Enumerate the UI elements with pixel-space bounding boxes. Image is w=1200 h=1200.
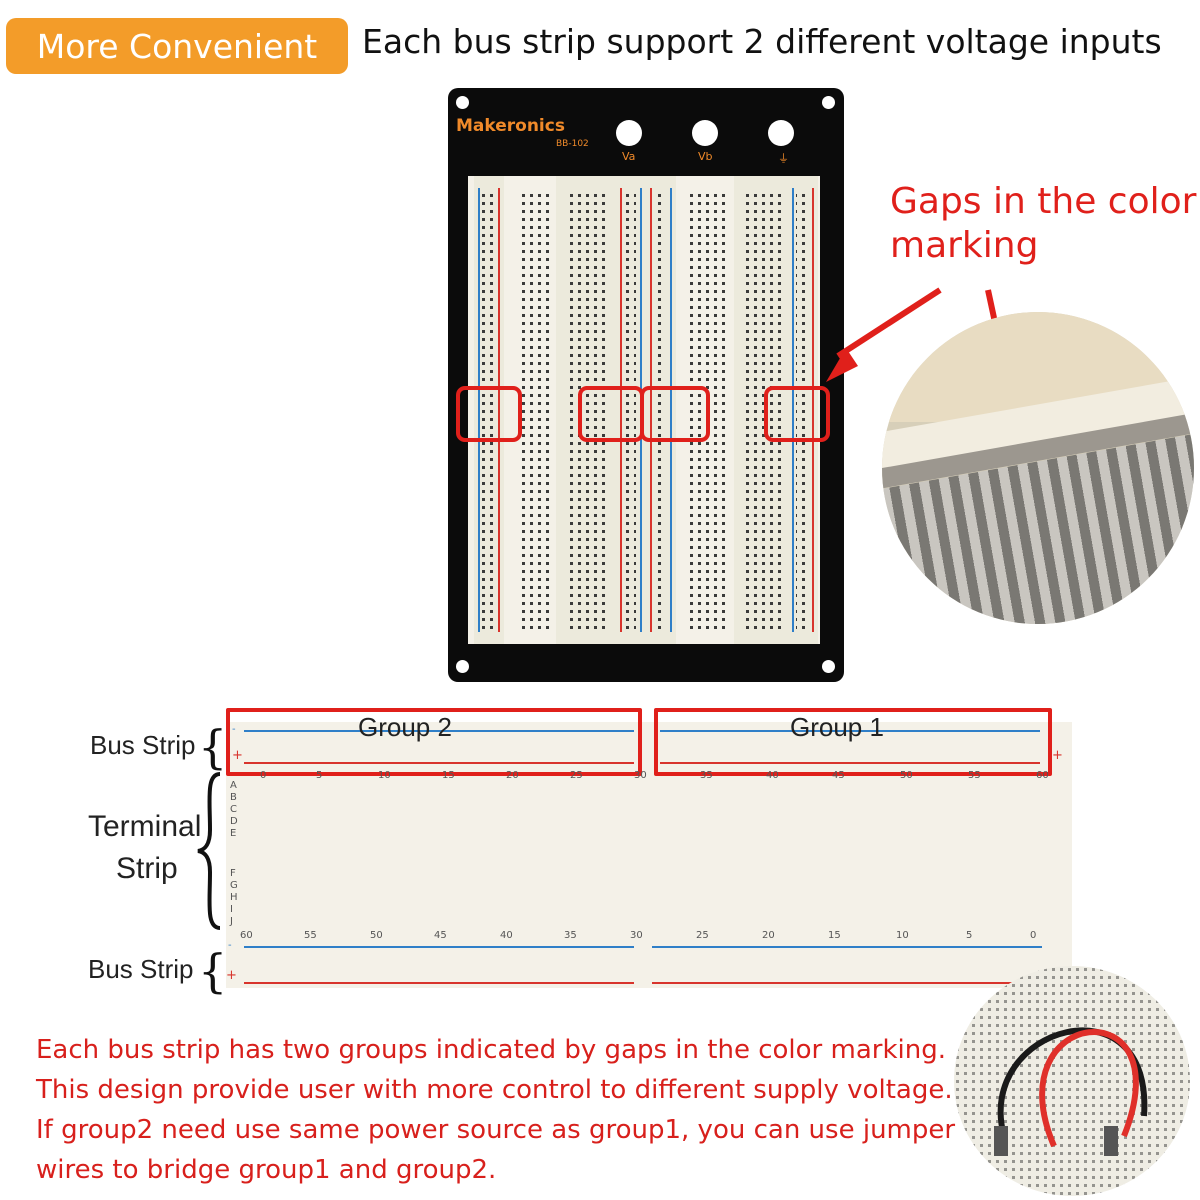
- rail-line-blue: [670, 188, 672, 632]
- model-number: BB-102: [556, 139, 589, 149]
- rail-line-red: [650, 188, 652, 632]
- badge-text: More Convenient: [36, 26, 318, 66]
- gap-highlight-box: [456, 386, 522, 442]
- column-number: 50: [900, 770, 913, 781]
- row-letter: B: [230, 792, 237, 803]
- jumper-wire-photo: [954, 966, 1190, 1196]
- column-number: 55: [968, 770, 981, 781]
- column-number: 25: [570, 770, 583, 781]
- column-number: 0: [1030, 930, 1037, 941]
- column-number: 40: [500, 930, 513, 941]
- headline: Each bus strip support 2 different volta…: [362, 22, 1162, 61]
- description-line4: wires to bridge group1 and group2.: [36, 1155, 497, 1185]
- description-line3: If group2 need use same power source as …: [36, 1115, 956, 1145]
- column-number: 35: [564, 930, 577, 941]
- gap-callout-line2: marking: [890, 225, 1039, 266]
- jack-label-ground: ⏚: [778, 152, 789, 165]
- column-number: 45: [832, 770, 845, 781]
- column-number: 5: [316, 770, 323, 781]
- group2-highlight-box: [226, 708, 642, 776]
- mount-hole: [456, 96, 469, 109]
- gap-highlight-box: [578, 386, 644, 442]
- column-number: 0: [260, 770, 267, 781]
- column-number: 10: [378, 770, 391, 781]
- row-letter: I: [230, 904, 233, 915]
- column-number: 20: [506, 770, 519, 781]
- gap-highlight-box: [764, 386, 830, 442]
- column-number: 5: [966, 930, 973, 941]
- column-number: 30: [634, 770, 647, 781]
- jack-label-va: Va: [622, 150, 636, 163]
- column-number: 30: [630, 930, 643, 941]
- horizontal-breadboard: [226, 722, 1072, 988]
- rail-line-blue: [244, 730, 634, 732]
- description-line2: This design provide user with more contr…: [36, 1075, 953, 1105]
- description-text: Each bus strip has two groups indicated …: [36, 1030, 966, 1190]
- column-number: 55: [304, 930, 317, 941]
- row-letter: G: [230, 880, 238, 891]
- row-letter: F: [230, 868, 236, 879]
- rail-line-blue: [652, 946, 1042, 948]
- rail-line-red: [244, 982, 634, 984]
- column-number: 35: [700, 770, 713, 781]
- bus-strip-label-top: Bus Strip: [90, 730, 196, 760]
- binding-post-ground[interactable]: [768, 120, 794, 146]
- bus-strip-label-bottom: Bus Strip: [88, 954, 194, 984]
- row-letter: C: [230, 804, 237, 815]
- group2-label: Group 2: [358, 712, 452, 742]
- brace-icon: [197, 772, 221, 930]
- rail-line-red: [812, 188, 814, 632]
- mount-hole: [822, 96, 835, 109]
- column-number: 15: [828, 930, 841, 941]
- rail-line-red: [652, 982, 1042, 984]
- gap-callout: Gaps in the color marking: [890, 180, 1196, 268]
- column-number: 10: [896, 930, 909, 941]
- rail-line-blue: [792, 188, 794, 632]
- rail-line-red: [620, 188, 622, 632]
- column-number: 25: [696, 930, 709, 941]
- rail-line-red: [498, 188, 500, 632]
- row-letter: D: [230, 816, 238, 827]
- column-number: 20: [762, 930, 775, 941]
- column-number: 50: [370, 930, 383, 941]
- group1-highlight-box: [654, 708, 1052, 776]
- binding-post-vb[interactable]: [692, 120, 718, 146]
- gap-callout-line1: Gaps in the color: [890, 181, 1197, 222]
- rail-plus-sign: +: [232, 748, 243, 763]
- column-number: 45: [434, 930, 447, 941]
- gap-highlight-box: [640, 386, 710, 442]
- binding-post-va[interactable]: [616, 120, 642, 146]
- brace-icon: {: [198, 944, 228, 998]
- terminal-strip-label-line2: Strip: [116, 852, 178, 885]
- column-number: 60: [240, 930, 253, 941]
- rail-plus-sign: +: [1052, 748, 1063, 763]
- more-convenient-badge: More Convenient: [6, 18, 348, 74]
- mount-hole: [456, 660, 469, 673]
- group1-label: Group 1: [790, 712, 884, 742]
- rail-line-blue: [244, 946, 634, 948]
- rail-line-red: [244, 762, 634, 764]
- row-letter: H: [230, 892, 238, 903]
- column-number: 15: [442, 770, 455, 781]
- jack-label-vb: Vb: [698, 150, 713, 163]
- mount-hole: [822, 660, 835, 673]
- brace-icon: {: [198, 720, 228, 774]
- rail-line-blue: [478, 188, 480, 632]
- rail-plus-sign: +: [226, 968, 237, 983]
- brand-logo: Makeronics: [456, 116, 565, 136]
- rail-minus-sign: -: [232, 724, 236, 735]
- column-number: 40: [766, 770, 779, 781]
- rail-line-red: [660, 762, 1040, 764]
- rail-line-blue: [660, 730, 1040, 732]
- row-letter: J: [230, 916, 233, 927]
- column-number: 60: [1036, 770, 1049, 781]
- closeup-photo: [882, 312, 1194, 624]
- rail-minus-sign: -: [228, 940, 232, 951]
- row-letter: E: [230, 828, 237, 839]
- row-letter: A: [230, 780, 237, 791]
- description-line1: Each bus strip has two groups indicated …: [36, 1035, 946, 1065]
- terminal-strip-label-line1: Terminal: [88, 810, 202, 843]
